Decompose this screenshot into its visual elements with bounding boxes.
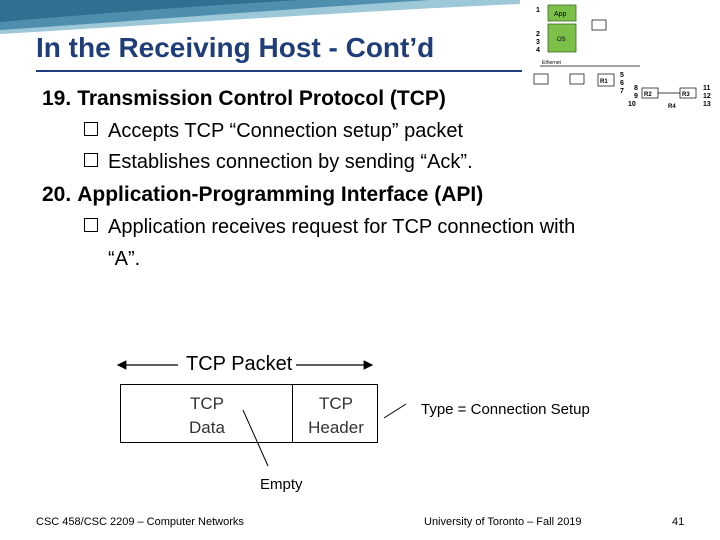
cell-line: TCP [319,394,353,413]
item-number: 19. [42,87,72,110]
thumb-num-9: 9 [634,93,638,100]
router-r2-label: R2 [644,92,652,98]
cell-line: Header [308,418,364,437]
item-text: Transmission Control Protocol (TCP) [77,87,446,110]
bullet-text: Application receives request for TCP con… [108,216,576,238]
router-r3-label: R3 [682,92,690,98]
item-text: Application-Programming Interface (API) [77,183,484,206]
thumb-num-6: 6 [620,80,624,87]
bullet-text: Establishes connection by sending “Ack”. [108,151,473,173]
footer-course: CSC 458/CSC 2209 – Computer Networks [36,516,244,528]
thumb-num-12: 12 [703,93,711,100]
checkbox-bullet-icon [84,218,98,232]
packet-label: TCP Packet [186,353,293,375]
type-pointer-line [383,403,407,419]
thumb-num-2: 2 [536,31,540,38]
computer-icon [591,19,607,31]
tcp-data-cell: TCP Data [172,392,242,440]
app-block [547,4,577,22]
computer-icon [533,73,549,85]
thumb-num-5: 5 [620,72,624,79]
item-19: 19.Transmission Control Protocol (TCP) [42,87,446,111]
bullet-item: Accepts TCP “Connection setup” packet [84,120,463,143]
router-r4-label: R4 [668,104,676,110]
thumb-num-1: 1 [536,7,540,14]
os-label: OS [557,37,566,43]
empty-pointer-line [242,409,269,467]
packet-divider [292,384,293,443]
page-title: In the Receiving Host - Cont’d [36,32,435,63]
item-20: 20.Application-Programming Interface (AP… [42,183,483,207]
ethernet-label: Ethernet [542,60,562,66]
thumb-num-13: 13 [703,101,711,108]
title-underline [36,70,522,72]
bullet-item: Establishes connection by sending “Ack”. [84,151,473,174]
router-r1-label: R1 [600,79,608,85]
thumb-num-7: 7 [620,88,624,95]
checkbox-bullet-icon [84,153,98,167]
cell-line: Data [189,418,225,437]
bullet-text: Accepts TCP “Connection setup” packet [108,120,463,142]
os-block [547,23,577,53]
app-label: App [554,11,567,18]
item-number: 20. [42,183,72,206]
thumb-num-11: 11 [703,85,711,92]
computer-icon [569,73,585,85]
bullet-continuation: “A”. [108,248,141,270]
thumb-num-10: 10 [628,101,636,108]
checkbox-bullet-icon [84,122,98,136]
router-r1 [597,73,615,87]
tcp-header-cell: TCP Header [300,392,372,440]
thumb-num-4: 4 [536,47,540,54]
thumb-num-8: 8 [634,85,638,92]
header-swoosh [0,0,520,34]
packet-box [120,384,378,443]
bullet-item: Application receives request for TCP con… [84,216,575,239]
footer-university: University of Toronto – Fall 2019 [424,516,582,528]
thumb-num-3: 3 [536,39,540,46]
cell-line: TCP [190,394,224,413]
type-annotation: Type = Connection Setup [421,401,590,418]
page-number: 41 [672,516,685,528]
empty-annotation: Empty [260,476,303,493]
network-thumbnail: App OS 1 2 3 4 Ethernet R1 5 6 7 8 9 10 … [533,4,711,110]
